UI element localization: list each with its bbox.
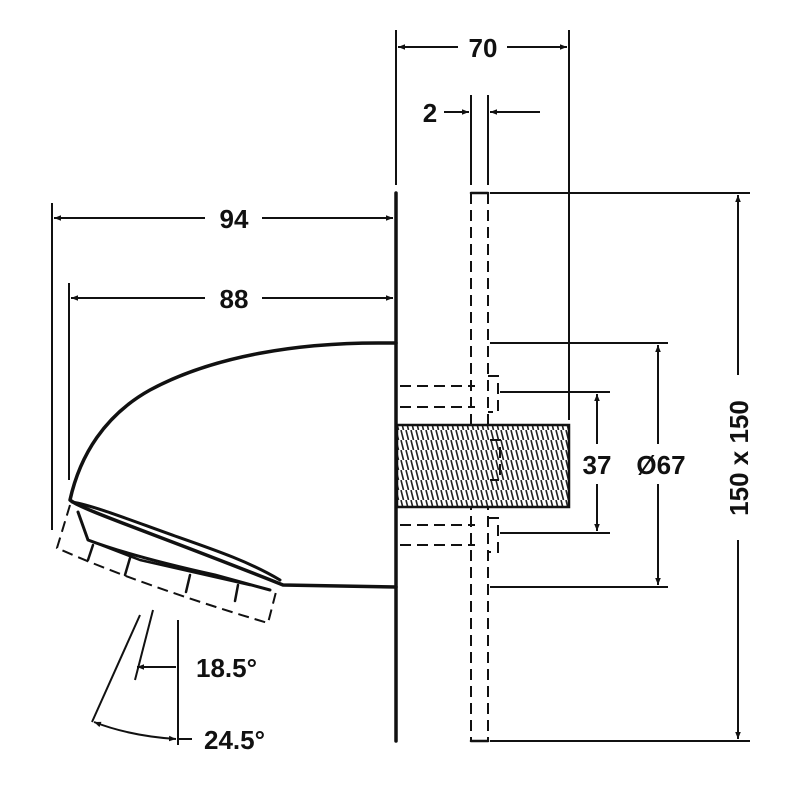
label-depth-total: 70 (469, 33, 498, 63)
label-spout-length-inner: 88 (220, 284, 249, 314)
label-plate-size: 150 x 150 (724, 400, 754, 516)
dim-2: 2 (423, 98, 540, 128)
label-angle-small: 18.5° (196, 653, 257, 683)
dim-150: 150 x 150 (724, 195, 754, 739)
dim-70: 70 (398, 33, 567, 63)
dim-angle-large: 24.5° (93, 721, 265, 755)
spout-body (68, 341, 398, 589)
dim-angle-small: 18.5° (137, 653, 257, 683)
label-thread-diameter: 37 (583, 450, 612, 480)
spout-nozzle (55, 500, 282, 625)
dim-88: 88 (71, 284, 393, 314)
threaded-shank (395, 423, 571, 509)
dim-37: 37 (583, 394, 612, 531)
fixing-outline (400, 375, 501, 553)
label-plate-thickness: 2 (423, 98, 437, 128)
label-spout-length-outer: 94 (220, 204, 249, 234)
dim-67: Ø67 (636, 345, 686, 585)
dim-94: 94 (54, 204, 393, 234)
label-angle-large: 24.5° (204, 725, 265, 755)
label-spout-diameter: Ø67 (636, 450, 685, 480)
